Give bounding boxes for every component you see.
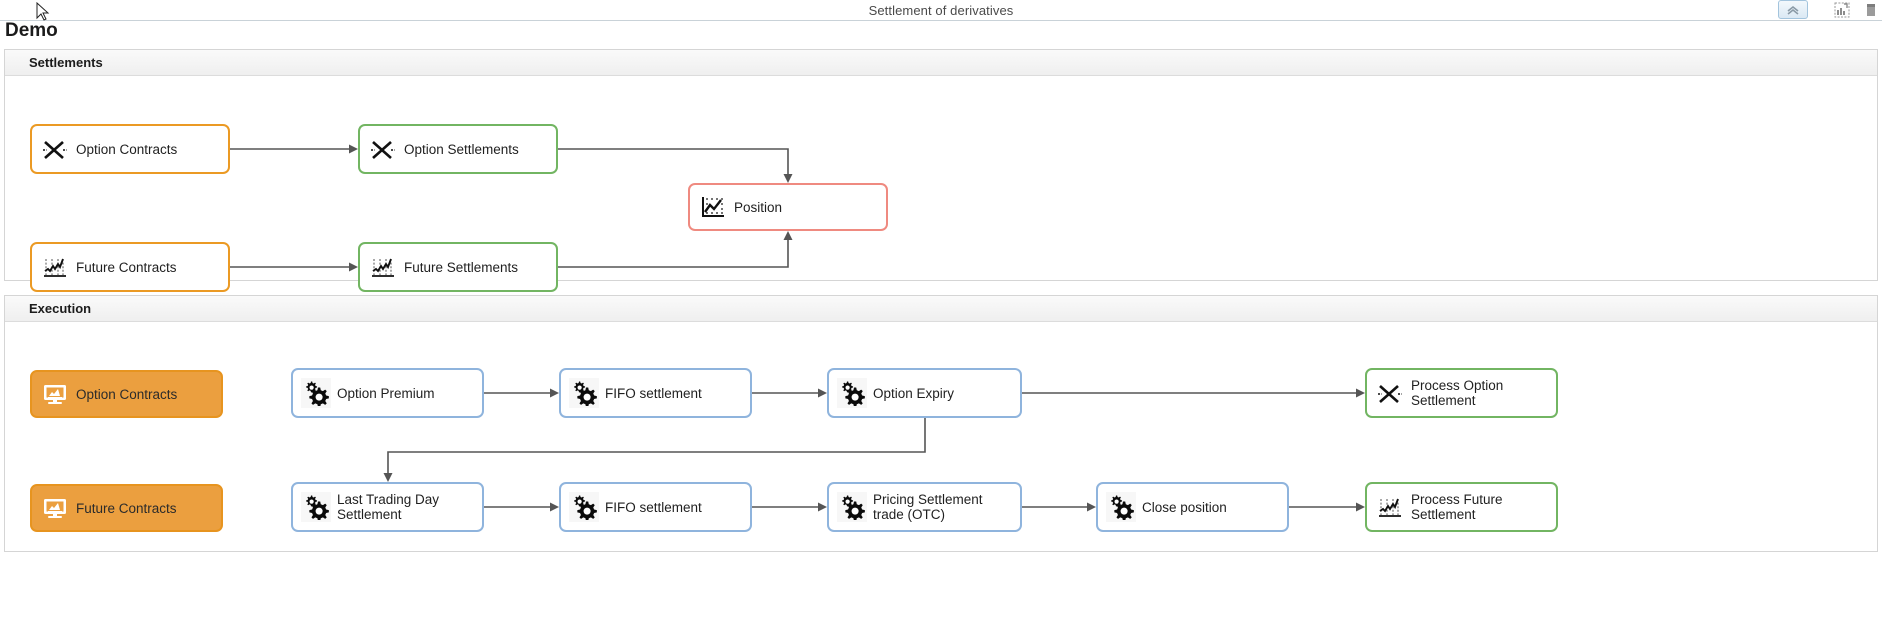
node-label: Option Contracts <box>76 141 178 157</box>
node-label: Future Contracts <box>76 259 177 275</box>
node-future-settlements[interactable]: Future Settlements <box>358 242 558 292</box>
node-exec-option-contracts[interactable]: Option Contracts <box>30 370 223 418</box>
window-title: Settlement of derivatives <box>868 3 1014 18</box>
trend-chart-icon <box>368 252 398 282</box>
mouse-pointer-icon <box>36 2 50 21</box>
node-label: Option Premium <box>337 385 435 401</box>
panel-icon[interactable] <box>1862 1 1879 18</box>
option-payoff-icon <box>1375 378 1405 408</box>
node-process-future-settlement[interactable]: Process Future Settlement <box>1365 482 1558 532</box>
window-topbar: Settlement of derivatives <box>0 0 1882 21</box>
option-payoff-icon <box>40 134 70 164</box>
panel-settlements-header[interactable]: Settlements <box>5 50 1877 76</box>
node-label: FIFO settlement <box>605 385 702 401</box>
node-label: FIFO settlement <box>605 499 702 515</box>
option-payoff-icon <box>368 134 398 164</box>
gears-icon <box>301 492 331 522</box>
node-option-expiry[interactable]: Option Expiry <box>827 368 1022 418</box>
collapse-toolbar-button[interactable] <box>1778 0 1808 19</box>
execution-connectors <box>383 388 1365 512</box>
node-label: Close position <box>1142 499 1227 515</box>
settlements-connectors <box>230 144 793 272</box>
node-pricing-settlement-trade[interactable]: Pricing Settlement trade (OTC) <box>827 482 1022 532</box>
gears-icon <box>569 492 599 522</box>
node-option-settlements[interactable]: Option Settlements <box>358 124 558 174</box>
monitor-chart-icon <box>40 493 70 523</box>
node-close-position[interactable]: Close position <box>1096 482 1289 532</box>
node-label: Process Future Settlement <box>1411 492 1503 522</box>
panel-execution-header[interactable]: Execution <box>5 296 1877 322</box>
node-label: Future Contracts <box>76 500 177 516</box>
node-exec-future-contracts[interactable]: Future Contracts <box>30 484 223 532</box>
panel-settlements-body: Option Contracts Option Settlements <box>5 76 1877 292</box>
node-last-trading-day-settlement[interactable]: Last Trading Day Settlement <box>291 482 484 532</box>
node-label: Option Expiry <box>873 385 955 401</box>
gears-icon <box>1106 492 1136 522</box>
chevron-double-up-icon <box>1787 5 1799 15</box>
monitor-chart-icon <box>40 379 70 409</box>
node-label: Future Settlements <box>404 259 519 275</box>
panel-execution-title: Execution <box>29 301 92 316</box>
trend-chart-icon <box>1375 492 1405 522</box>
panel-execution-body: Option Contracts Option Premium <box>5 322 1877 551</box>
gears-icon <box>569 378 599 408</box>
node-process-option-settlement[interactable]: Process Option Settlement <box>1365 368 1558 418</box>
line-chart-icon <box>698 192 728 222</box>
node-fifo-settlement-1[interactable]: FIFO settlement <box>559 368 752 418</box>
panel-execution: Execution <box>4 295 1878 552</box>
gears-icon <box>301 378 331 408</box>
gears-icon <box>837 492 867 522</box>
node-label: Option Contracts <box>76 386 178 402</box>
node-label: Position <box>734 199 783 215</box>
node-option-contracts[interactable]: Option Contracts <box>30 124 230 174</box>
panel-settlements: Settlements Option Contracts <box>4 49 1878 292</box>
gears-icon <box>837 378 867 408</box>
page-title: Demo <box>5 20 58 41</box>
trend-chart-icon <box>40 252 70 282</box>
node-future-contracts[interactable]: Future Contracts <box>30 242 230 292</box>
node-position[interactable]: Position <box>688 183 888 231</box>
node-label: Last Trading Day Settlement <box>337 492 440 522</box>
node-option-premium[interactable]: Option Premium <box>291 368 484 418</box>
node-label: Process Option Settlement <box>1411 378 1504 408</box>
node-fifo-settlement-2[interactable]: FIFO settlement <box>559 482 752 532</box>
chart-export-icon[interactable] <box>1833 1 1850 18</box>
panel-settlements-title: Settlements <box>29 55 103 70</box>
node-label: Pricing Settlement trade (OTC) <box>873 492 983 522</box>
node-label: Option Settlements <box>404 141 519 157</box>
